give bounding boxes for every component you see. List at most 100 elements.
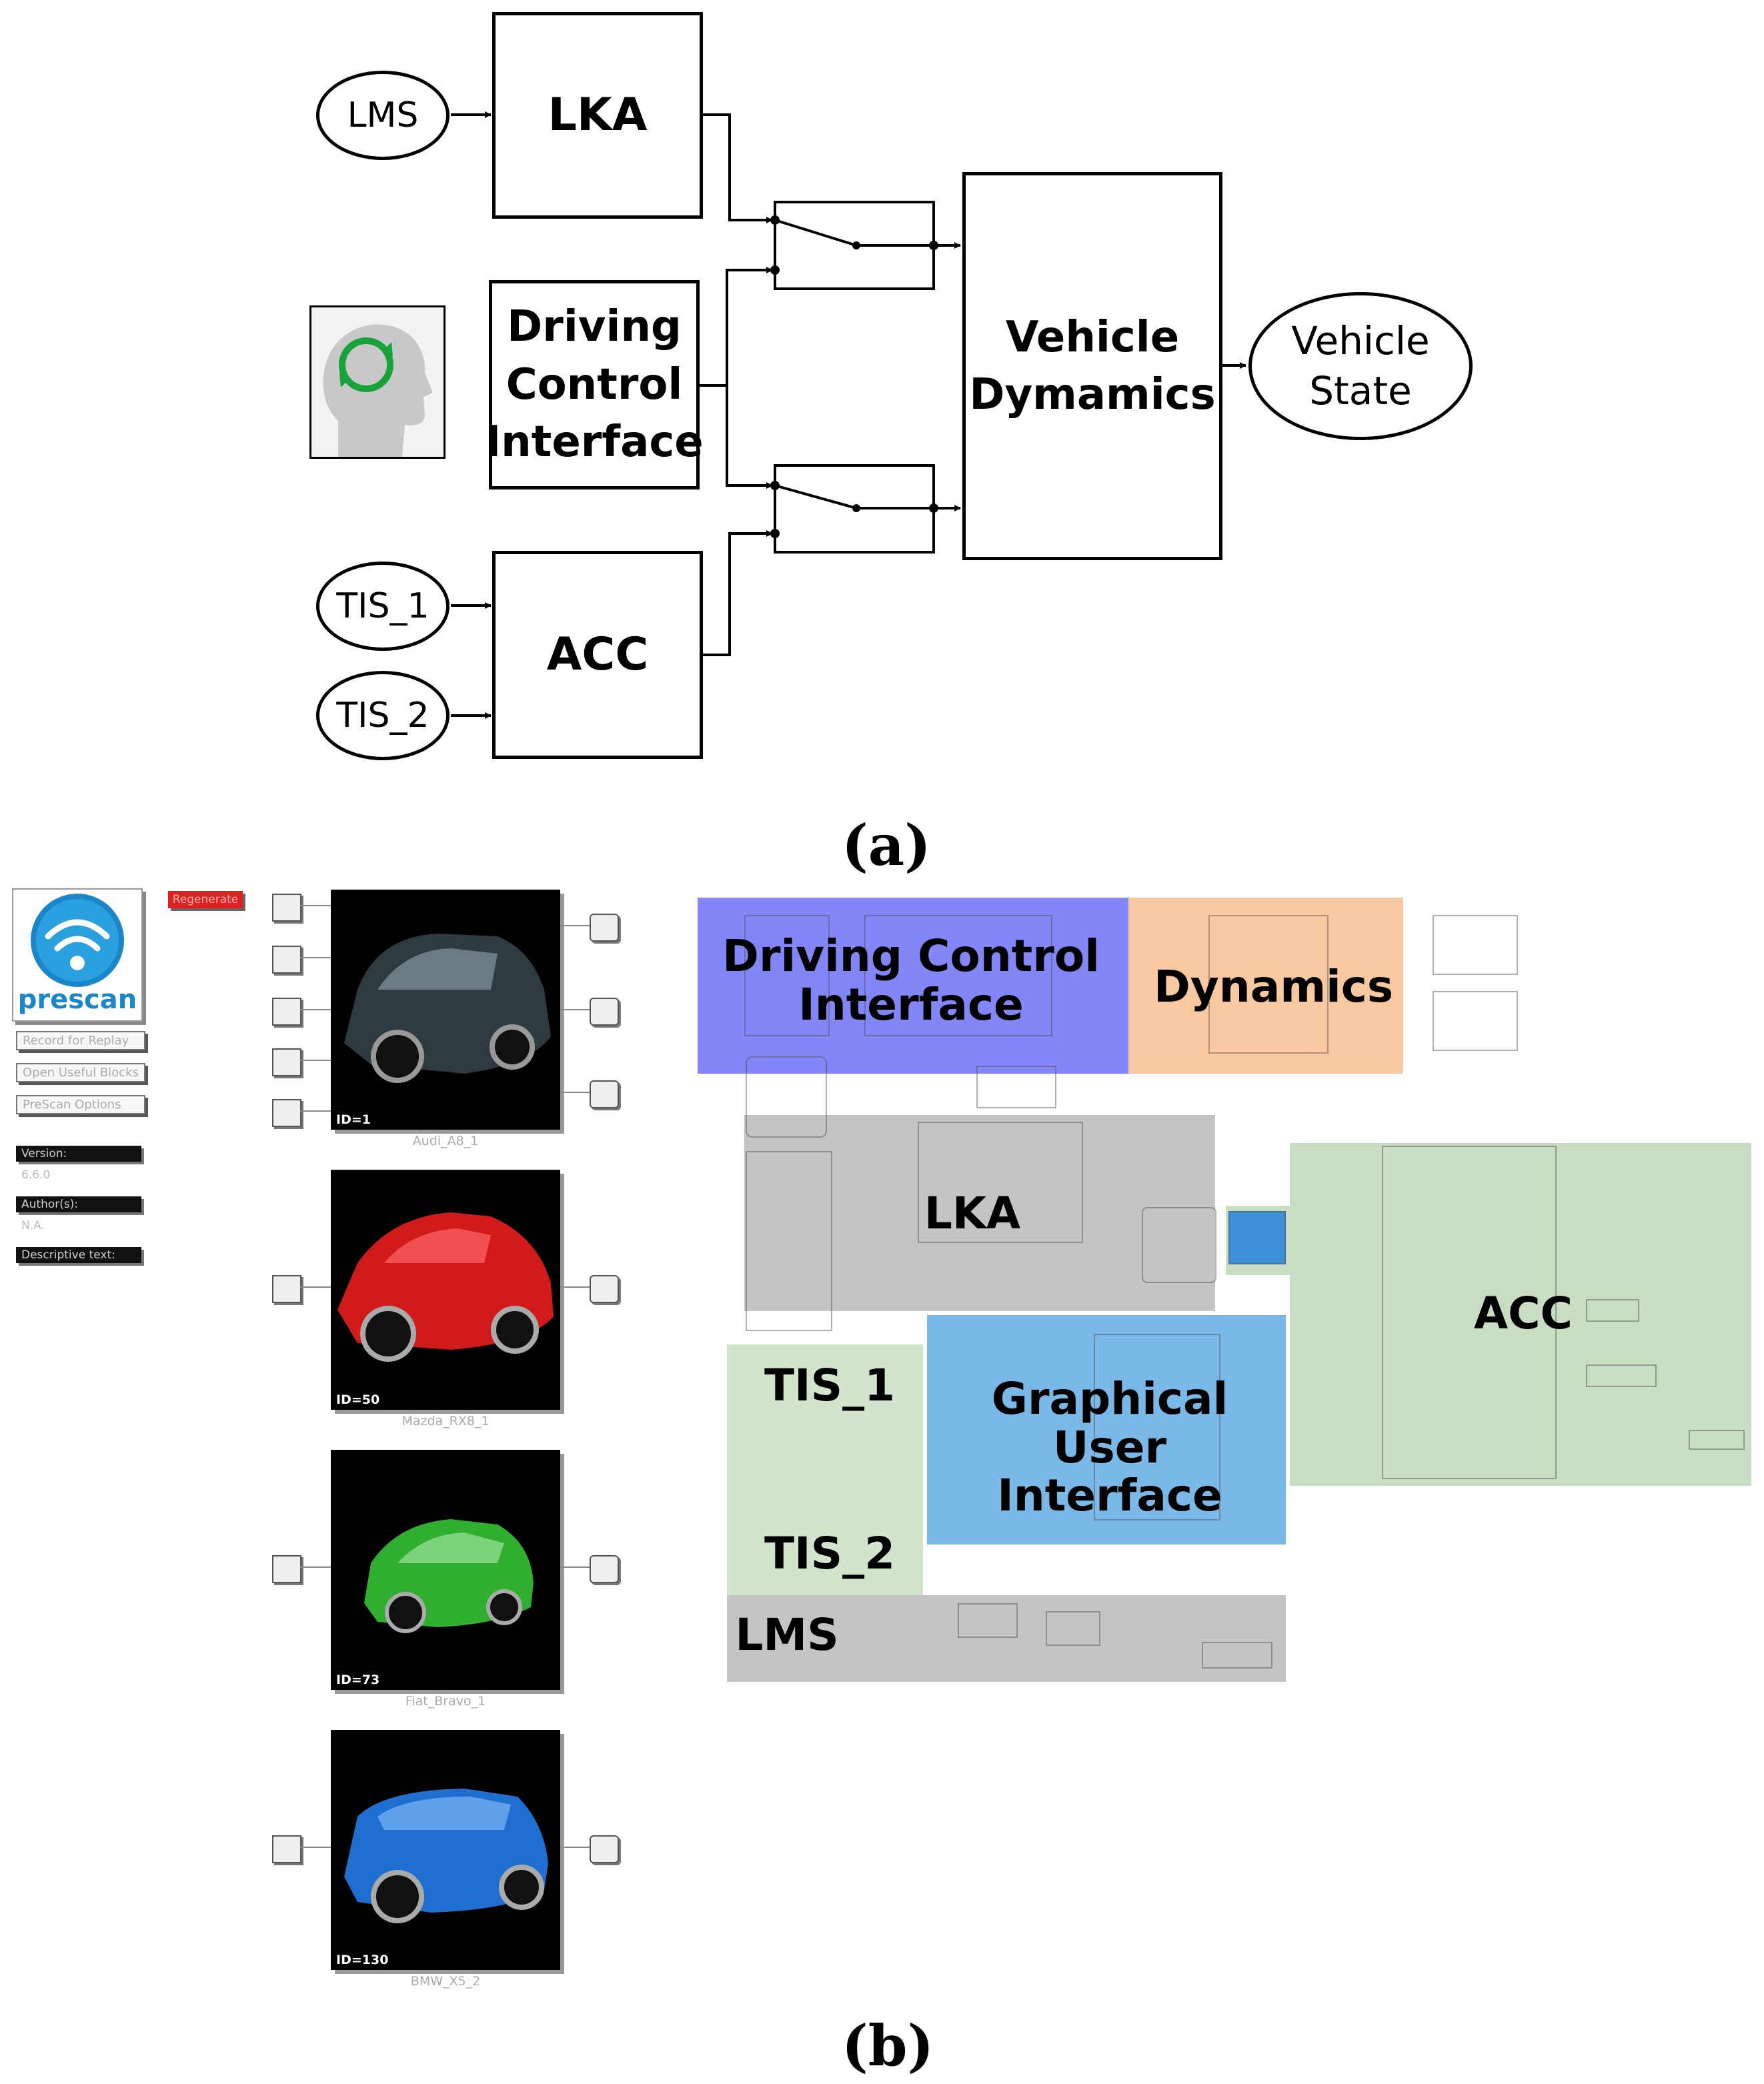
acc-display2-block <box>1586 1364 1657 1387</box>
lms-fcn-block <box>958 1603 1018 1638</box>
dci-line-1: Driving <box>507 302 682 352</box>
sensor-fiat-icon <box>272 1555 301 1583</box>
record-for-replay-button[interactable]: Record for Replay <box>16 1031 145 1050</box>
vehicle-dynamics-line-2: Dymamics <box>969 370 1216 419</box>
tis2-node: TIS_2 <box>316 671 450 760</box>
output-sensor-icon <box>590 1835 619 1863</box>
version-value: 6.6.0 <box>21 1168 51 1182</box>
vehicle-dynamics-line-1: Vehicle <box>1005 312 1180 362</box>
tis1-node: TIS_1 <box>316 562 450 651</box>
head-icon <box>309 305 446 459</box>
lka-block: LKA <box>492 12 703 219</box>
region-dci-label-line-1: Driving Control <box>722 930 1100 982</box>
region-gui <box>927 1315 1286 1544</box>
steermux-block <box>1433 991 1518 1051</box>
region-acc-label: ACC <box>1474 1288 1573 1339</box>
vehicle-dynamics-block: Vehicle Dymamics <box>962 172 1222 560</box>
region-gui-label-line-1: Graphical <box>991 1373 1228 1424</box>
output-sensor-icon <box>590 1555 619 1583</box>
region-tis2-label: TIS_2 <box>764 1528 896 1579</box>
car-fiat-id: ID=73 <box>336 1673 380 1687</box>
car-mazda-image: ID=50 <box>331 1170 560 1410</box>
car-audi-image: ID=1 <box>331 890 560 1130</box>
prescan-logo: prescan <box>12 888 143 1022</box>
region-dynamics-label: Dynamics <box>1154 961 1394 1012</box>
diagram-a-connectors <box>451 111 1246 719</box>
version-label: Version: <box>16 1146 141 1162</box>
dynamics-empty-block <box>1208 915 1329 1054</box>
car-mazda-id: ID=50 <box>336 1392 380 1407</box>
regenerate-button[interactable]: Regenerate <box>168 891 243 908</box>
region-lka-label: LKA <box>924 1188 1021 1239</box>
car-mazda-name: Mazda_RX8_1 <box>401 1414 490 1428</box>
sensor-sphere-icon <box>272 1099 301 1127</box>
caption-b: (b) <box>842 2013 934 2079</box>
button-count-block <box>1228 1211 1286 1264</box>
output-sensor-icon <box>590 914 619 942</box>
lms-node-label: LMS <box>347 95 419 135</box>
car-bmw-name: BMW_X5_2 <box>410 1974 481 1989</box>
acc-display1-block <box>1586 1299 1639 1322</box>
sensor-lidar-icon <box>272 998 301 1026</box>
sensor-lane-icon <box>272 1048 301 1076</box>
acc-display3-block <box>1689 1430 1745 1450</box>
hapticmux-block <box>1433 915 1518 975</box>
caption-a: (a) <box>842 812 931 878</box>
region-dynamics <box>1128 898 1403 1074</box>
authors-value: N.A. <box>21 1219 45 1232</box>
region-lms-label: LMS <box>735 1609 839 1661</box>
sensor-bmw-icon <box>272 1835 301 1863</box>
car-bmw-image: ID=130 <box>331 1730 560 1970</box>
region-dci-label-line-2: Interface <box>798 978 1024 1030</box>
sensor-radar-icon <box>272 946 301 974</box>
vehicle-state-line-1: Vehicle <box>1291 317 1430 363</box>
car-fiat-image: ID=73 <box>331 1450 560 1690</box>
region-gui-label-line-2: User Interface <box>997 1421 1222 1522</box>
momo-interface-block <box>864 915 1052 1036</box>
authors-label: Author(s): <box>16 1196 141 1212</box>
car-bmw-id: ID=130 <box>336 1953 389 1967</box>
acc-model-block <box>1382 1146 1557 1479</box>
momo-demo-block <box>744 915 830 1036</box>
trajectory-block <box>746 1056 827 1138</box>
region-tis2 <box>727 1471 923 1595</box>
dci-line-2: Control <box>506 359 683 409</box>
vehicle-state-node: Vehicle State <box>1248 292 1473 440</box>
tis2-node-label: TIS_2 <box>336 696 429 736</box>
prescan-options-button[interactable]: PreScan Options <box>16 1095 145 1114</box>
lka-block-label: LKA <box>548 89 648 142</box>
region-driving-control-interface <box>698 898 1128 1074</box>
tis1-node-label: TIS_1 <box>336 586 429 626</box>
vehicle-state-line-2: State <box>1309 368 1412 413</box>
sensor-mazda-icon <box>272 1275 301 1303</box>
acc-block-label: ACC <box>546 628 649 682</box>
output-ghost-icon <box>590 1080 619 1108</box>
output-sensor-icon <box>590 1275 619 1303</box>
lms-display-block <box>1202 1642 1272 1669</box>
region-acc <box>1290 1143 1751 1486</box>
user-display-block <box>1094 1334 1220 1520</box>
prescan-logo-text: prescan <box>17 984 137 1015</box>
lms-node: LMS <box>316 71 450 160</box>
pathfollower-block <box>918 1122 1083 1243</box>
region-tis1-label: TIS_1 <box>764 1360 896 1411</box>
car-audi-id: ID=1 <box>336 1112 371 1127</box>
temporary-release-block <box>1142 1207 1216 1283</box>
car-fiat-name: Fiat_Bravo_1 <box>405 1694 486 1709</box>
region-dci-label: Driving Control Interface <box>711 932 1111 1029</box>
region-lms <box>727 1595 1286 1682</box>
lms-fcn-block-2 <box>1046 1611 1100 1646</box>
self-demux-block <box>746 1151 832 1331</box>
driving-control-interface-block: Driving Control Interface <box>485 280 704 489</box>
region-lka <box>744 1115 1215 1311</box>
output-sensor-icon <box>590 998 619 1026</box>
acc-block: ACC <box>492 551 703 759</box>
description-label: Descriptive text: <box>16 1247 141 1263</box>
sensor-camera-icon <box>272 894 301 922</box>
event-function-block <box>976 1066 1056 1108</box>
open-useful-blocks-button[interactable]: Open Useful Blocks <box>16 1063 145 1082</box>
dci-line-3: Interface <box>485 417 704 467</box>
region-gui-label: Graphical User Interface <box>936 1373 1283 1522</box>
car-audi-name: Audi_A8_1 <box>412 1134 479 1148</box>
